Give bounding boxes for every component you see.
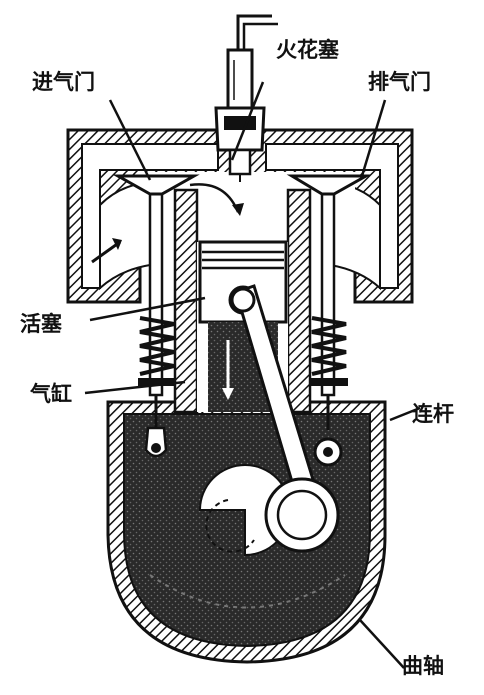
label-crankshaft: 曲轴	[402, 656, 444, 677]
label-piston: 活塞	[20, 314, 62, 335]
label-connecting-rod: 连杆	[412, 404, 454, 425]
label-cylinder: 气缸	[30, 384, 72, 405]
label-exhaust-valve: 排气门	[368, 72, 431, 93]
label-spark-plug: 火花塞	[276, 40, 339, 61]
label-intake-valve: 进气门	[32, 72, 95, 93]
